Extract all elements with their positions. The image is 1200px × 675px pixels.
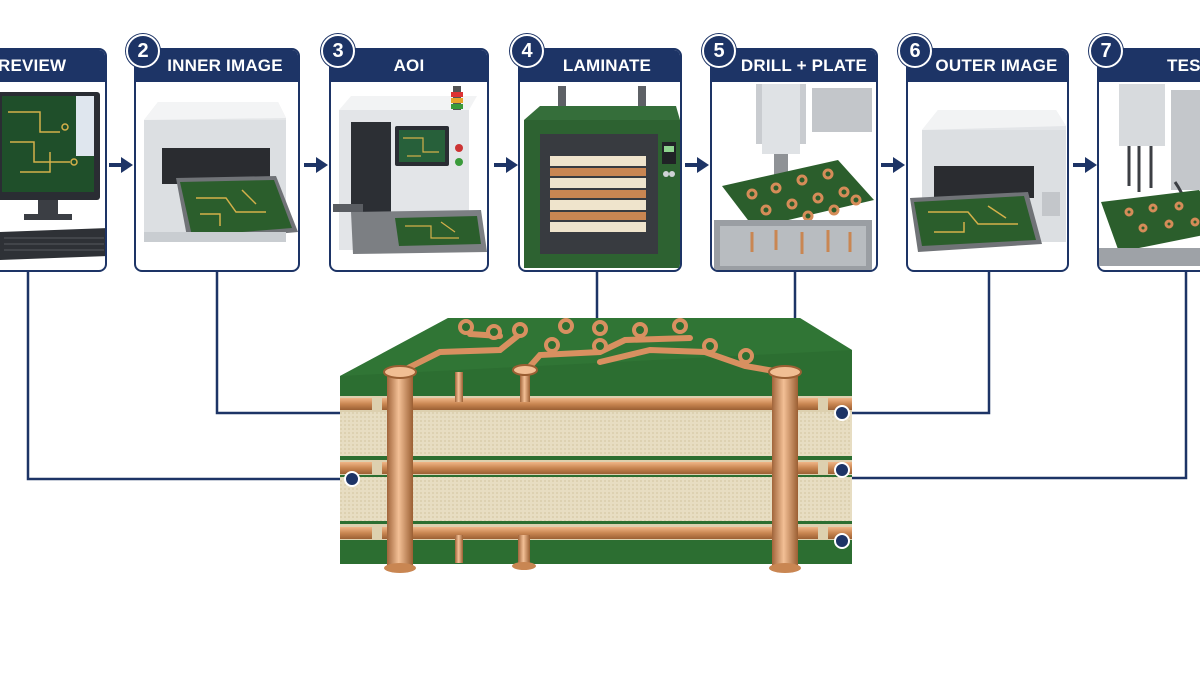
connector-test bbox=[842, 272, 1188, 480]
step-number-badge: 3 bbox=[321, 34, 355, 68]
step-card-test: TES bbox=[1097, 48, 1200, 272]
exposure-printer-icon bbox=[144, 102, 298, 242]
step-number-badge: 5 bbox=[702, 34, 736, 68]
pcb-cross-section bbox=[340, 318, 852, 573]
step-number-badge: 2 bbox=[126, 34, 160, 68]
drill-spindle-icon bbox=[714, 84, 874, 270]
step-title: LAMINATE bbox=[520, 50, 680, 82]
flow-arrow-6 bbox=[1073, 157, 1097, 173]
step-title: AOI bbox=[331, 50, 487, 82]
flow-arrow-3 bbox=[494, 157, 518, 173]
probe-tester-icon bbox=[1099, 84, 1200, 266]
step-number-badge: 7 bbox=[1089, 34, 1123, 68]
lamination-press-icon bbox=[524, 86, 680, 268]
flow-arrow-1 bbox=[109, 157, 133, 173]
inspection-machine-icon bbox=[333, 86, 487, 254]
step-title: DRILL + PLATE bbox=[712, 50, 876, 82]
computer-monitor-icon bbox=[0, 92, 105, 260]
flow-arrow-4 bbox=[685, 157, 709, 173]
imaging-machine-icon bbox=[910, 110, 1066, 252]
step-title: REVIEW bbox=[0, 50, 105, 82]
step-number-badge: 4 bbox=[510, 34, 544, 68]
connector-inner-image bbox=[215, 272, 340, 415]
flow-arrow-2 bbox=[304, 157, 328, 173]
step-card-outer-image: OUTER IMAGE bbox=[906, 48, 1069, 272]
step-card-review: REVIEW bbox=[0, 48, 107, 272]
step-card-inner-image: INNER IMAGE bbox=[134, 48, 300, 272]
step-card-laminate: LAMINATE bbox=[518, 48, 682, 272]
step-card-aoi: AOI bbox=[329, 48, 489, 272]
connector-dots bbox=[344, 405, 850, 549]
step-title: OUTER IMAGE bbox=[908, 50, 1067, 82]
step-title: INNER IMAGE bbox=[136, 50, 298, 82]
connector-outer-image bbox=[842, 272, 991, 415]
flow-arrow-5 bbox=[881, 157, 905, 173]
connector-lines bbox=[26, 272, 1188, 481]
connector-review bbox=[26, 272, 352, 481]
step-card-drill-plate: DRILL + PLATE bbox=[710, 48, 878, 272]
step-number-badge: 6 bbox=[898, 34, 932, 68]
